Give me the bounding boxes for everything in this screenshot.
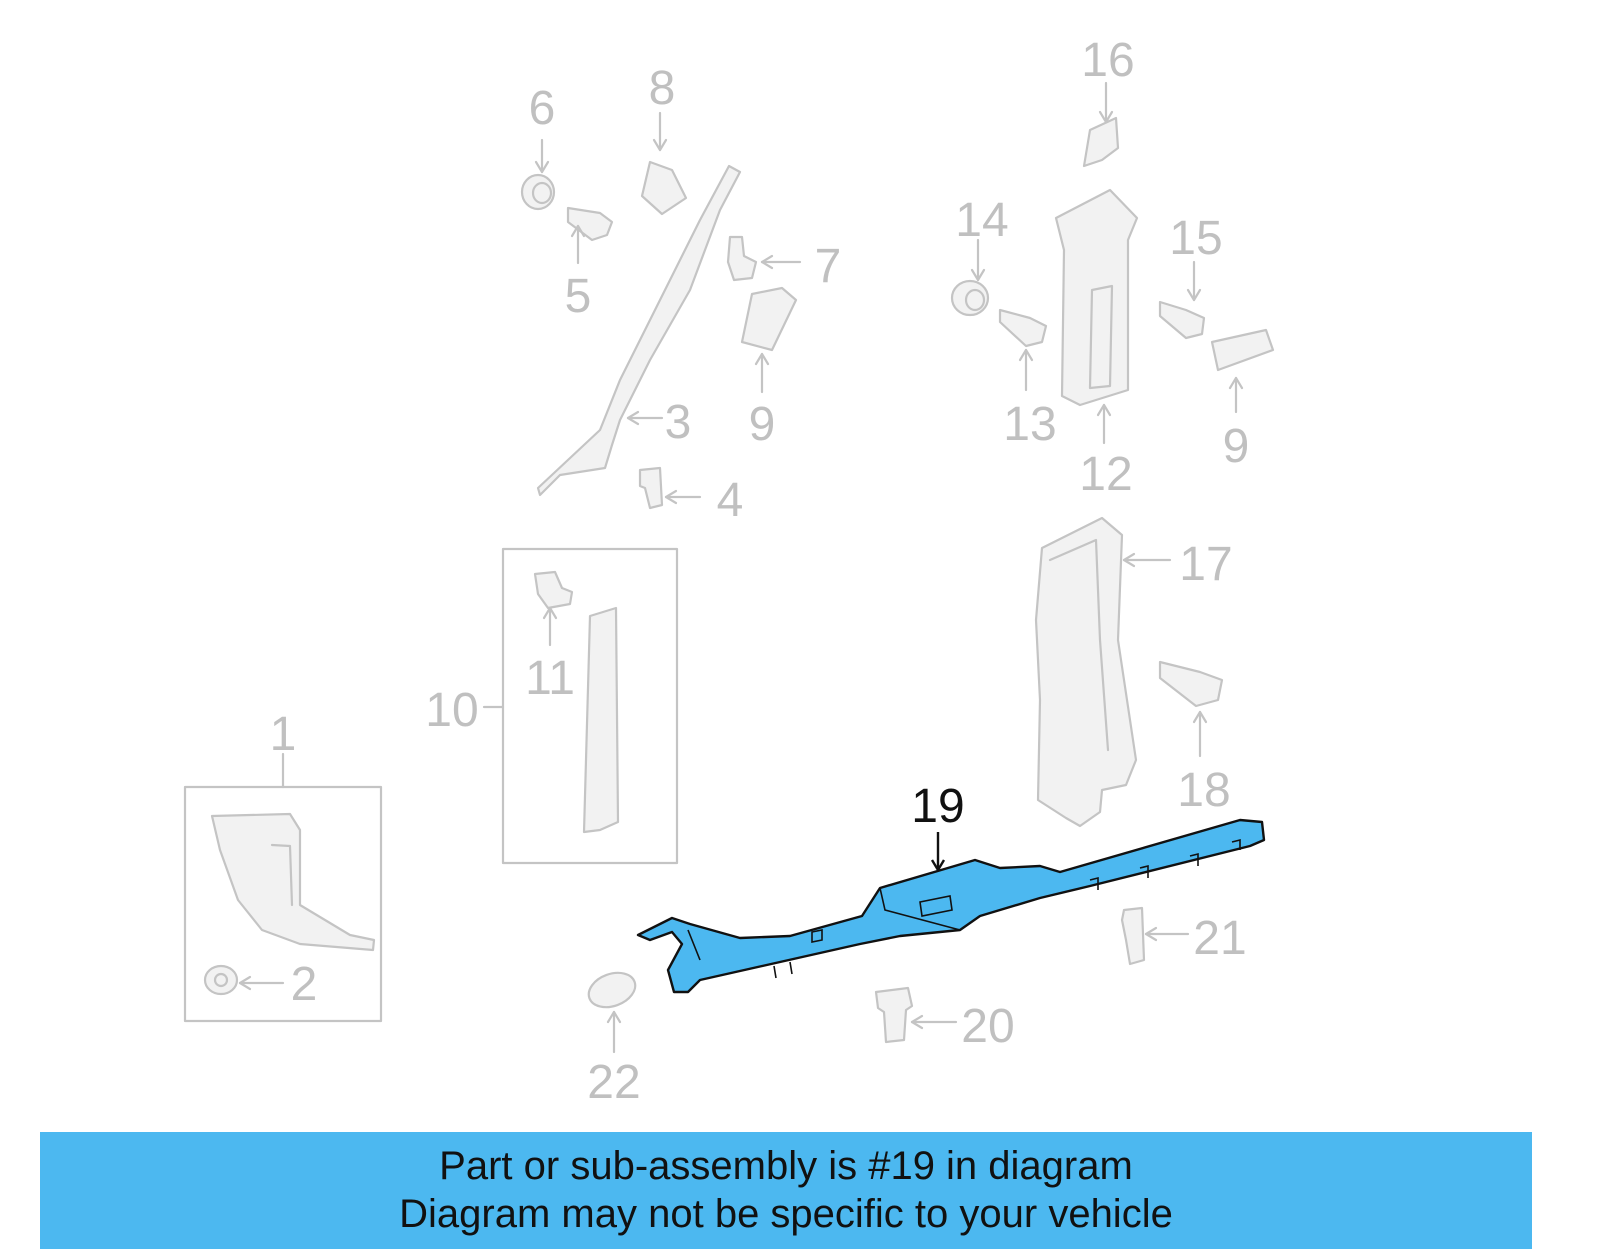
banner-line-2: Diagram may not be specific to your vehi…: [399, 1192, 1173, 1236]
part-16-clip: [1082, 116, 1120, 168]
part-13-group: [998, 308, 1048, 392]
callout-14: 14: [955, 194, 1008, 247]
part-3-group: [536, 164, 742, 497]
part-20-group: [874, 986, 958, 1044]
part-12-group: [1054, 188, 1139, 445]
part-10-trim: [582, 606, 620, 834]
part-5-group: [566, 206, 614, 265]
part-16-group: [1082, 81, 1120, 168]
part-5-bolt: [566, 206, 614, 242]
callout-2: 2: [291, 958, 318, 1011]
part-21-group: [1120, 906, 1190, 966]
info-banner: Part or sub-assembly is #19 in diagram D…: [40, 1132, 1532, 1249]
callout-8: 8: [649, 62, 676, 115]
part-19-group: [636, 818, 1266, 994]
part-8-clip: [640, 160, 688, 216]
part-14-group: [950, 238, 990, 317]
part-18-group: [1158, 660, 1224, 758]
part-7-group: [726, 235, 802, 282]
callout-10: 10: [425, 684, 478, 737]
part-11-group: [533, 570, 574, 647]
part-22-group: [587, 971, 637, 1054]
part-2-clip: [203, 964, 239, 996]
part-22-plug: [587, 971, 637, 1009]
part-3-pillar: [536, 164, 742, 497]
callout-9b: 9: [1223, 420, 1250, 473]
callout-13: 13: [1003, 398, 1056, 451]
part-12-pillar: [1054, 188, 1139, 407]
part-9b-group: [1210, 328, 1275, 414]
part-19-detail: [687, 887, 961, 961]
part-7-screw: [726, 235, 758, 282]
callout-9a: 9: [749, 398, 776, 451]
part-20-clip: [874, 986, 914, 1044]
callout-4: 4: [717, 474, 744, 527]
callout-22: 22: [587, 1056, 640, 1109]
callout-3: 3: [665, 396, 692, 449]
part-8-group: [640, 111, 688, 216]
part-1-group: [183, 752, 383, 1023]
callout-1: 1: [270, 708, 297, 761]
part-4-clip: [638, 466, 664, 510]
callout-12: 12: [1079, 448, 1132, 501]
part-18-bolt: [1158, 660, 1224, 708]
banner-line-1: Part or sub-assembly is #19 in diagram: [439, 1144, 1133, 1188]
part-14-nut: [950, 279, 990, 317]
part-1-detail: [270, 843, 294, 907]
part-9a-group: [740, 286, 798, 394]
callout-5: 5: [565, 270, 592, 323]
part-6-group: [520, 138, 556, 211]
part-10-group: [482, 547, 679, 865]
callout-21: 21: [1193, 912, 1246, 965]
callout-17: 17: [1179, 538, 1232, 591]
part-9b-pad: [1210, 328, 1275, 372]
callout-16: 16: [1081, 34, 1134, 87]
part-17-pillar: [1034, 516, 1138, 828]
part-4-group: [638, 466, 702, 510]
callout-15: 15: [1169, 212, 1222, 265]
callout-20: 20: [961, 1000, 1014, 1053]
part-15-screw: [1158, 300, 1206, 340]
part-13-bolt: [998, 308, 1048, 348]
callout-6: 6: [529, 82, 556, 135]
callout-19: 19: [911, 780, 964, 833]
part-9a-pad: [740, 286, 798, 352]
part-15-group: [1158, 260, 1206, 340]
callout-7: 7: [815, 240, 842, 293]
part-6-nut: [520, 173, 556, 211]
part-11-clip: [533, 570, 574, 610]
part-1-panel: [210, 812, 376, 952]
part-2-group: [203, 964, 285, 996]
callout-18: 18: [1177, 764, 1230, 817]
part-17-group: [1034, 516, 1172, 828]
callout-11: 11: [525, 652, 575, 705]
part-21-clip: [1120, 906, 1146, 966]
